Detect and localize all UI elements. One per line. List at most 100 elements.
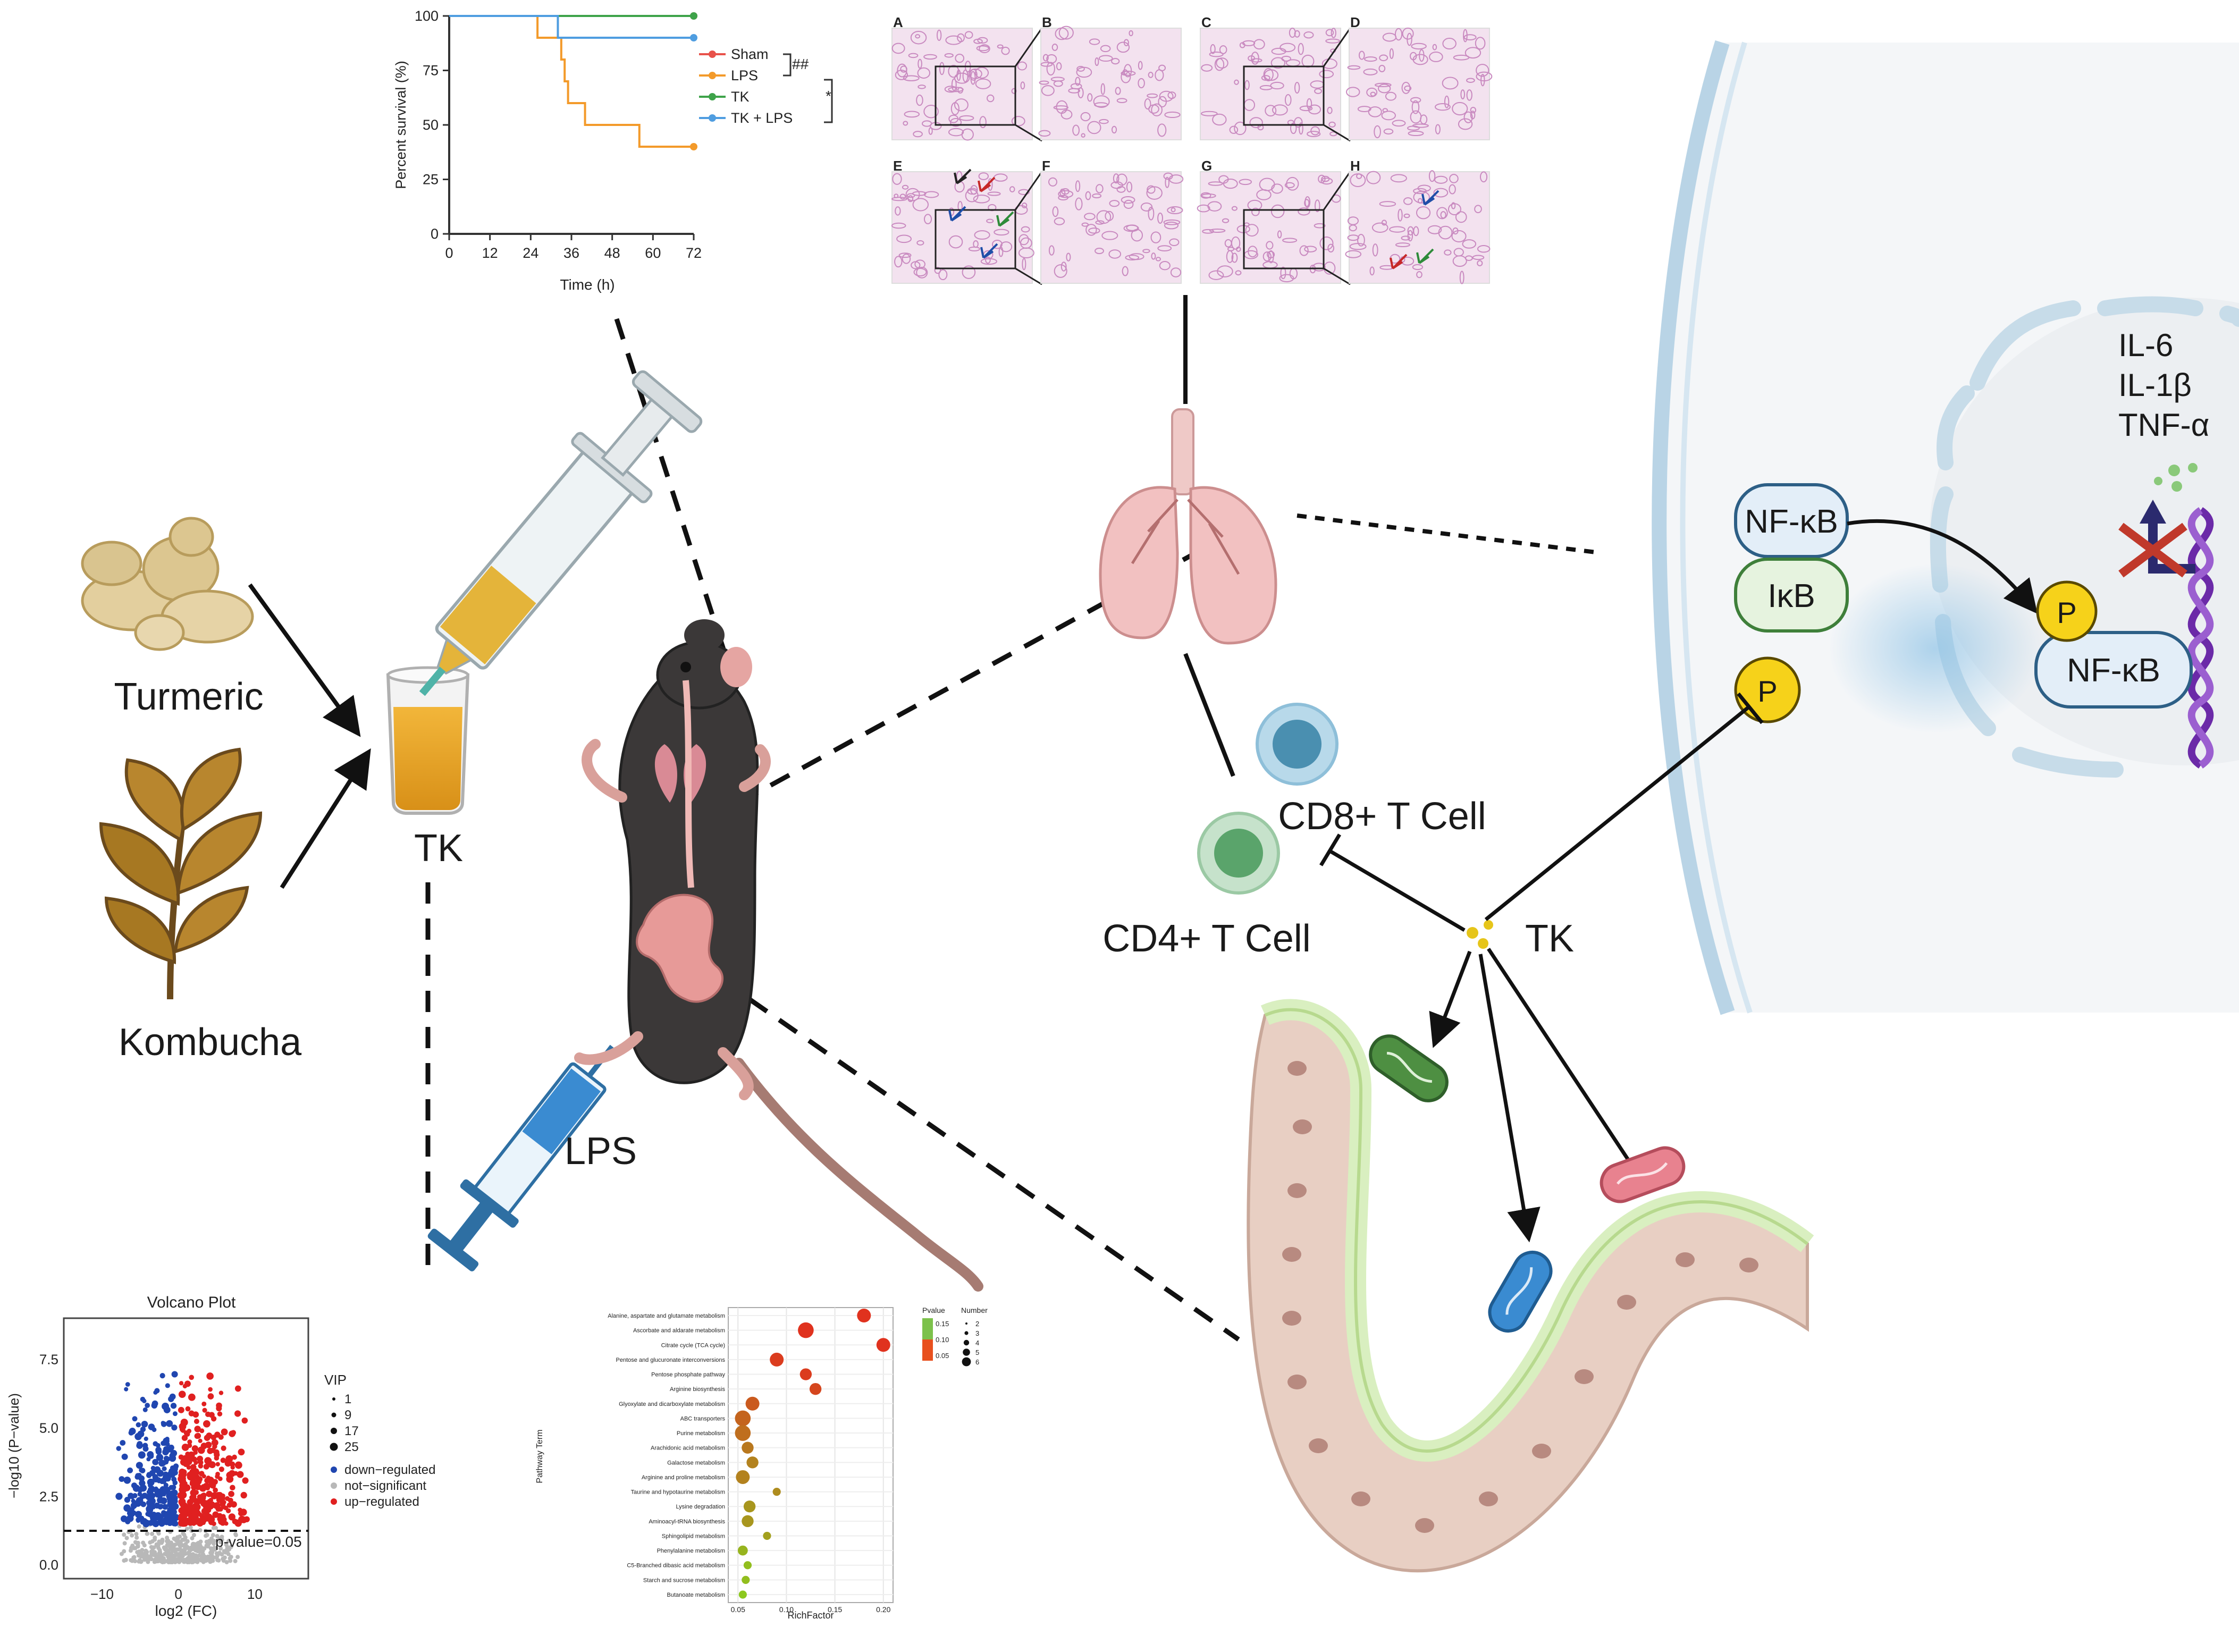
histology-alveolus — [1019, 234, 1029, 246]
ikb-label: IκB — [1767, 578, 1815, 614]
histology-alveolus — [1263, 68, 1274, 82]
volcano-point-down — [146, 1499, 152, 1506]
volcano-point-down — [160, 1477, 167, 1484]
histology-alveolus — [1412, 54, 1428, 65]
histology-marker-arrow — [954, 168, 972, 184]
histology-alveolus — [1314, 199, 1320, 213]
histology-alveolus — [976, 45, 989, 52]
histology-alveolus — [1284, 182, 1295, 189]
volcano-point-up — [207, 1447, 214, 1454]
volcano-point-ns — [163, 1547, 168, 1552]
volcano-y-tick-label: 0.0 — [39, 1557, 58, 1573]
volcano-point-down — [165, 1383, 170, 1388]
volcano-point-down — [164, 1456, 170, 1462]
volcano-point-up — [189, 1479, 197, 1486]
histology-alveolus — [1201, 64, 1213, 72]
volcano-point-up — [238, 1507, 242, 1513]
volcano-point-down — [162, 1448, 169, 1456]
survival-y-tick-label: 100 — [415, 8, 439, 24]
histology-zoom-line — [1014, 171, 1043, 210]
volcano-point-up — [204, 1435, 211, 1442]
bubble-number-marker — [963, 1339, 970, 1346]
histology-alveolus — [1099, 119, 1109, 124]
histology-alveolus — [891, 197, 907, 201]
volcano-point-ns — [205, 1533, 209, 1538]
volcano-point-ns — [206, 1543, 211, 1547]
histology-alveolus — [1116, 98, 1127, 104]
volcano-vip-marker — [331, 1428, 337, 1434]
histology-alveolus — [1346, 87, 1360, 97]
volcano-reg-marker — [331, 1466, 337, 1473]
histology-alveolus — [1009, 186, 1015, 192]
volcano-point-down — [131, 1498, 136, 1504]
histology-alveolus — [948, 235, 963, 249]
volcano-point-down — [153, 1390, 158, 1395]
histology-alveolus — [1108, 249, 1122, 259]
histology-alveolus — [1197, 204, 1210, 213]
histology-alveolus — [1411, 43, 1427, 50]
histology-alveolus — [1155, 69, 1164, 81]
volcano-point-ns — [167, 1555, 172, 1560]
volcano-point-up — [230, 1485, 235, 1491]
histology-alveolus — [891, 43, 905, 54]
volcano-point-down — [161, 1421, 167, 1427]
survival-x-tick-label: 0 — [445, 245, 453, 261]
histology-alveolus — [895, 70, 908, 80]
histology-alveolus — [991, 240, 1003, 249]
volcano-point-ns — [229, 1555, 233, 1560]
volcano-point-ns — [198, 1528, 203, 1532]
volcano-point-up — [229, 1470, 235, 1477]
bubble-point — [742, 1515, 754, 1528]
histology-alveolus — [961, 128, 974, 141]
bubble-point — [876, 1338, 890, 1352]
histology-alveolus — [1168, 174, 1184, 184]
volcano-point-up — [203, 1463, 209, 1470]
histology-alveolus — [1407, 125, 1420, 131]
histology-alveolus — [1123, 199, 1134, 209]
volcano-point-ns — [139, 1554, 144, 1559]
histology-alveolus — [944, 86, 957, 93]
volcano-point-up — [230, 1501, 237, 1508]
histology-marker-arrow — [1421, 190, 1440, 206]
histology-alveolus — [1328, 121, 1336, 128]
histology-alveolus — [1058, 26, 1074, 40]
volcano-point-down — [136, 1513, 141, 1519]
histology-alveolus — [1433, 188, 1449, 198]
volcano-point-down — [136, 1442, 143, 1449]
volcano-point-ns — [130, 1533, 134, 1538]
survival-series-end-marker — [690, 12, 697, 20]
survival-legend-marker — [709, 72, 716, 79]
volcano-point-ns — [218, 1546, 223, 1551]
volcano-point-down — [165, 1442, 170, 1447]
volcano-point-down — [156, 1454, 164, 1461]
cytokine-il1b: IL-1β — [2118, 367, 2192, 403]
bubble-number-marker — [965, 1322, 967, 1325]
survival-series-end-marker — [690, 143, 697, 150]
histology-alveolus — [1390, 174, 1407, 183]
bacteria-blue-icon — [1488, 1251, 1553, 1333]
volcano-point-down — [152, 1459, 159, 1465]
volcano-point-ns — [206, 1554, 211, 1559]
bubble-pathway-label: Butanoate metabolism — [667, 1592, 725, 1598]
histology-alveolus — [964, 31, 973, 39]
volcano-point-down — [172, 1411, 178, 1417]
volcano-point-down — [123, 1504, 131, 1512]
volcano-point-up — [181, 1498, 186, 1503]
histology-alveolus — [1464, 255, 1473, 261]
volcano-point-up — [204, 1478, 211, 1484]
histology-alveolus — [923, 105, 939, 119]
volcano-point-up — [223, 1505, 229, 1511]
histology-alveolus — [1477, 260, 1483, 266]
bubble-point — [737, 1545, 748, 1556]
volcano-point-down — [162, 1466, 167, 1471]
volcano-point-up — [213, 1503, 219, 1509]
volcano-point-up — [178, 1406, 184, 1413]
nfkb-nucleus-label: NF-κB — [2067, 652, 2160, 689]
histology-alveolus — [1075, 180, 1081, 192]
volcano-title: Volcano Plot — [147, 1294, 236, 1311]
volcano-point-ns — [226, 1552, 231, 1556]
bubble-point — [742, 1575, 750, 1584]
tk-effect-arrows — [1319, 692, 1764, 1243]
histology-alveolus — [1420, 114, 1428, 125]
